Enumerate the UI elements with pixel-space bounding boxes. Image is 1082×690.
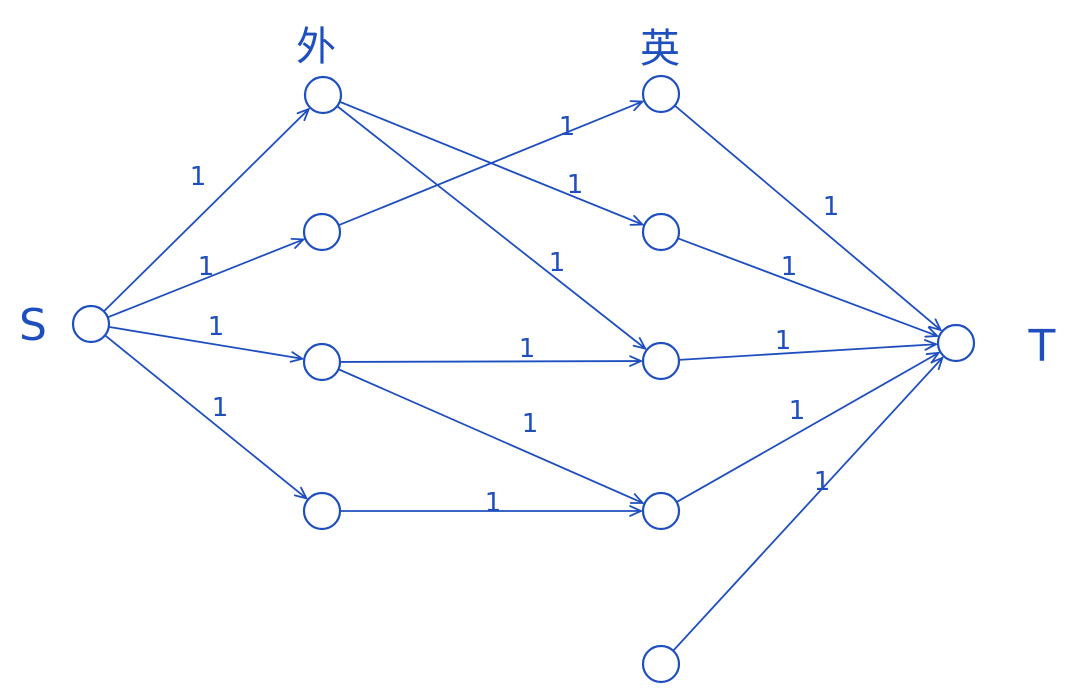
edge-weight-label: 1 [559, 112, 576, 142]
arrowhead-icon [290, 238, 306, 249]
node-s [71, 304, 111, 344]
edge-line [338, 100, 643, 227]
edge-w3-e4: 1 [338, 368, 645, 504]
edge-line [338, 368, 644, 504]
edge-weight-label: 1 [549, 248, 566, 278]
edge-s-w4: 1 [104, 334, 309, 500]
edge-e4-t: 1 [676, 351, 941, 503]
edge-weight-label: 1 [781, 252, 798, 282]
edge-weight-label: 1 [208, 312, 225, 342]
arrowhead-icon [930, 356, 944, 371]
edge-e2-t: 1 [677, 237, 940, 338]
edge-s-w1: 1 [103, 107, 311, 312]
node-e4 [641, 491, 681, 531]
arrowhead-icon [629, 505, 644, 517]
node-e3 [641, 341, 681, 381]
edge-e5-t: 1 [672, 356, 944, 652]
arrowhead-icon [632, 337, 648, 350]
edge-w4-e4: 1 [340, 488, 644, 518]
edge-w2-e1: 1 [338, 100, 645, 227]
node-w4 [302, 491, 342, 531]
edge-line [336, 105, 646, 350]
arrowhead-icon [629, 355, 644, 367]
arrowhead-icon [289, 351, 305, 363]
edge-line [674, 104, 942, 331]
edge-e3-t: 1 [678, 326, 939, 361]
edge-line [104, 334, 308, 500]
edge-line [108, 326, 303, 360]
edge-weight-label: 1 [485, 488, 502, 518]
arrowhead-icon [629, 100, 645, 112]
edge-weight-label: 1 [519, 334, 536, 364]
edge-s-w3: 1 [108, 312, 305, 363]
arrowhead-icon [293, 486, 309, 500]
edge-line [678, 343, 937, 361]
edge-w3-e3: 1 [339, 334, 644, 367]
arrowhead-icon [924, 326, 940, 338]
arrowhead-icon [928, 318, 943, 332]
arrowhead-icon [925, 351, 941, 364]
edge-line [339, 360, 642, 363]
edge-line [676, 352, 940, 503]
node-e1 [641, 74, 681, 114]
edge-weight-label: 1 [823, 192, 840, 222]
edge-weight-label: 1 [190, 162, 207, 192]
node-w3 [302, 342, 342, 382]
edge-weight-label: 1 [789, 396, 806, 426]
edge-weight-label: 1 [775, 326, 792, 356]
node-label-t: T [1028, 321, 1056, 372]
arrowhead-icon [923, 339, 939, 351]
node-w1 [303, 75, 343, 115]
edge-weight-label: 1 [567, 170, 584, 200]
node-t [936, 323, 976, 363]
edge-line [677, 237, 938, 337]
edge-weight-label: 1 [198, 252, 215, 282]
node-label-s: S [19, 300, 47, 351]
left-column-header: 外 [296, 24, 336, 70]
edge-line [107, 238, 304, 319]
edge-line [103, 108, 310, 312]
edge-w1-e3: 1 [336, 105, 648, 350]
edge-line [672, 357, 944, 652]
arrowhead-icon [296, 107, 311, 122]
arrowhead-icon [629, 493, 645, 504]
right-column-header: 英 [640, 26, 680, 72]
node-e5 [641, 644, 681, 684]
edge-weight-label: 1 [814, 467, 831, 497]
edge-weight-label: 1 [522, 409, 539, 439]
edge-s-w2: 1 [107, 238, 306, 319]
edge-e1-t: 1 [674, 104, 943, 332]
node-w2 [302, 212, 342, 252]
arrowhead-icon [629, 214, 645, 226]
edge-weight-label: 1 [212, 393, 229, 423]
node-e2 [641, 212, 681, 252]
